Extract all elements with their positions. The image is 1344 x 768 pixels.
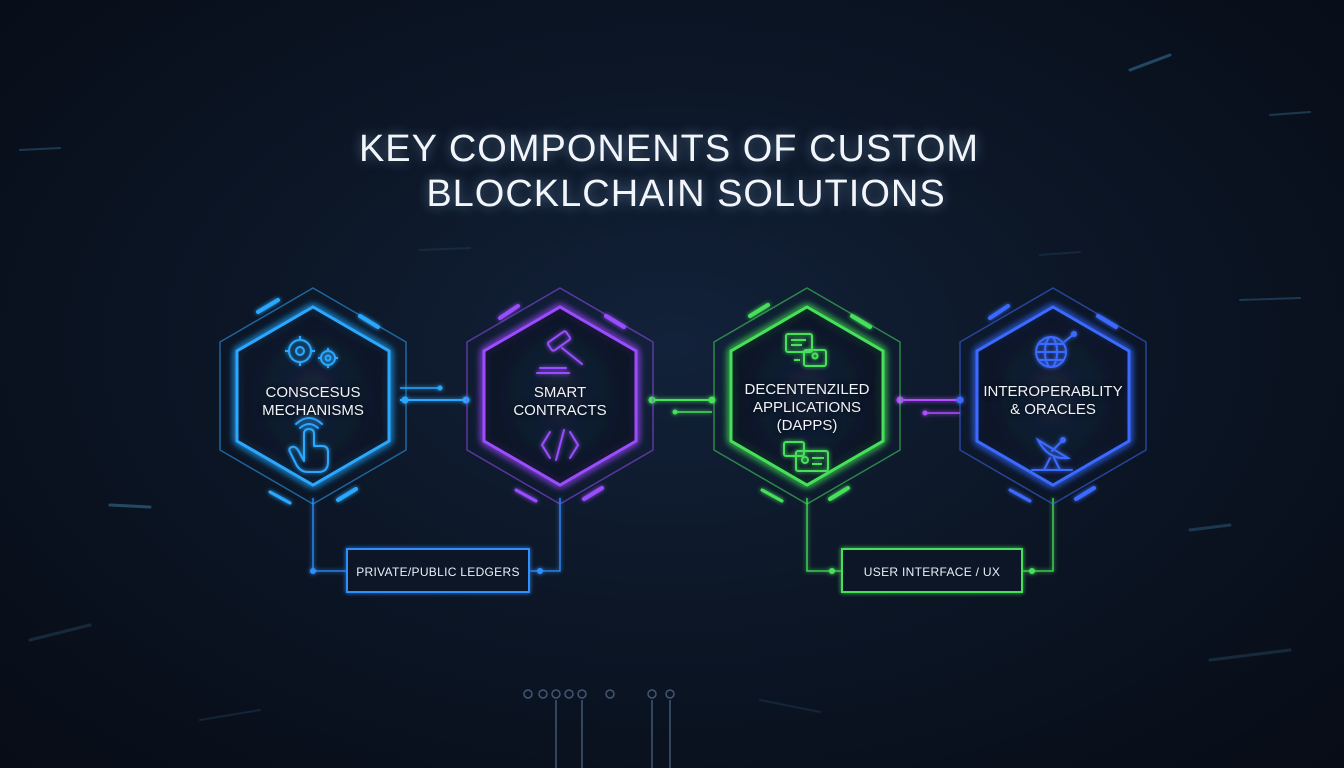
hand-touch-icon [288,417,329,473]
node-label-consensus: CONSCESUS MECHANISMS [233,384,393,420]
node-label-line: INTEROPERABLITY [983,383,1123,400]
globe-icon [1035,331,1077,368]
satellite-dish-icon [1031,437,1073,471]
id-card-icon [783,441,829,472]
bottom-dots [523,689,675,768]
page-title-line-1: KEY COMPONENTS OF CUSTOM [358,128,980,170]
node-label-line: MECHANISMS [262,402,364,419]
code-brackets-icon [540,429,580,461]
node-label-line: & ORACLES [1010,401,1096,418]
ledgers-box-label: PRIVATE/PUBLIC LEDGERS [356,565,520,579]
node-label-line: APPLICATIONS [752,399,862,416]
node-label-smart-contracts: SMART CONTRACTS [480,384,640,420]
node-label-dapps: DECENTENZILED APPLICATIONS (DAPPS) [727,381,887,435]
connectors [310,385,1054,574]
node-label-line: CONSCESUS [265,384,361,401]
background-streaks [19,53,1311,721]
gavel-icon [536,330,583,374]
ledgers-box [346,548,530,593]
node-label-line: (DAPPS) [776,417,838,434]
ux-box [841,548,1023,593]
node-label-line: SMART [533,384,587,401]
hex-node-consensus [219,287,407,505]
node-label-line: CONTRACTS [513,402,607,419]
node-label-interop: INTEROPERABLITY & ORACLES [973,383,1133,419]
ux-box-label: USER INTERFACE / UX [863,565,1001,579]
gears-icon [285,336,338,368]
app-windows-icon [785,333,827,367]
node-label-line: DECENTENZILED [744,381,870,398]
hex-node-dapps [713,287,901,505]
hex-node-smart-contracts [466,287,654,505]
page-title-line-2: BLOCKLCHAIN SOLUTIONS [426,173,946,215]
hex-node-interop [959,287,1147,505]
